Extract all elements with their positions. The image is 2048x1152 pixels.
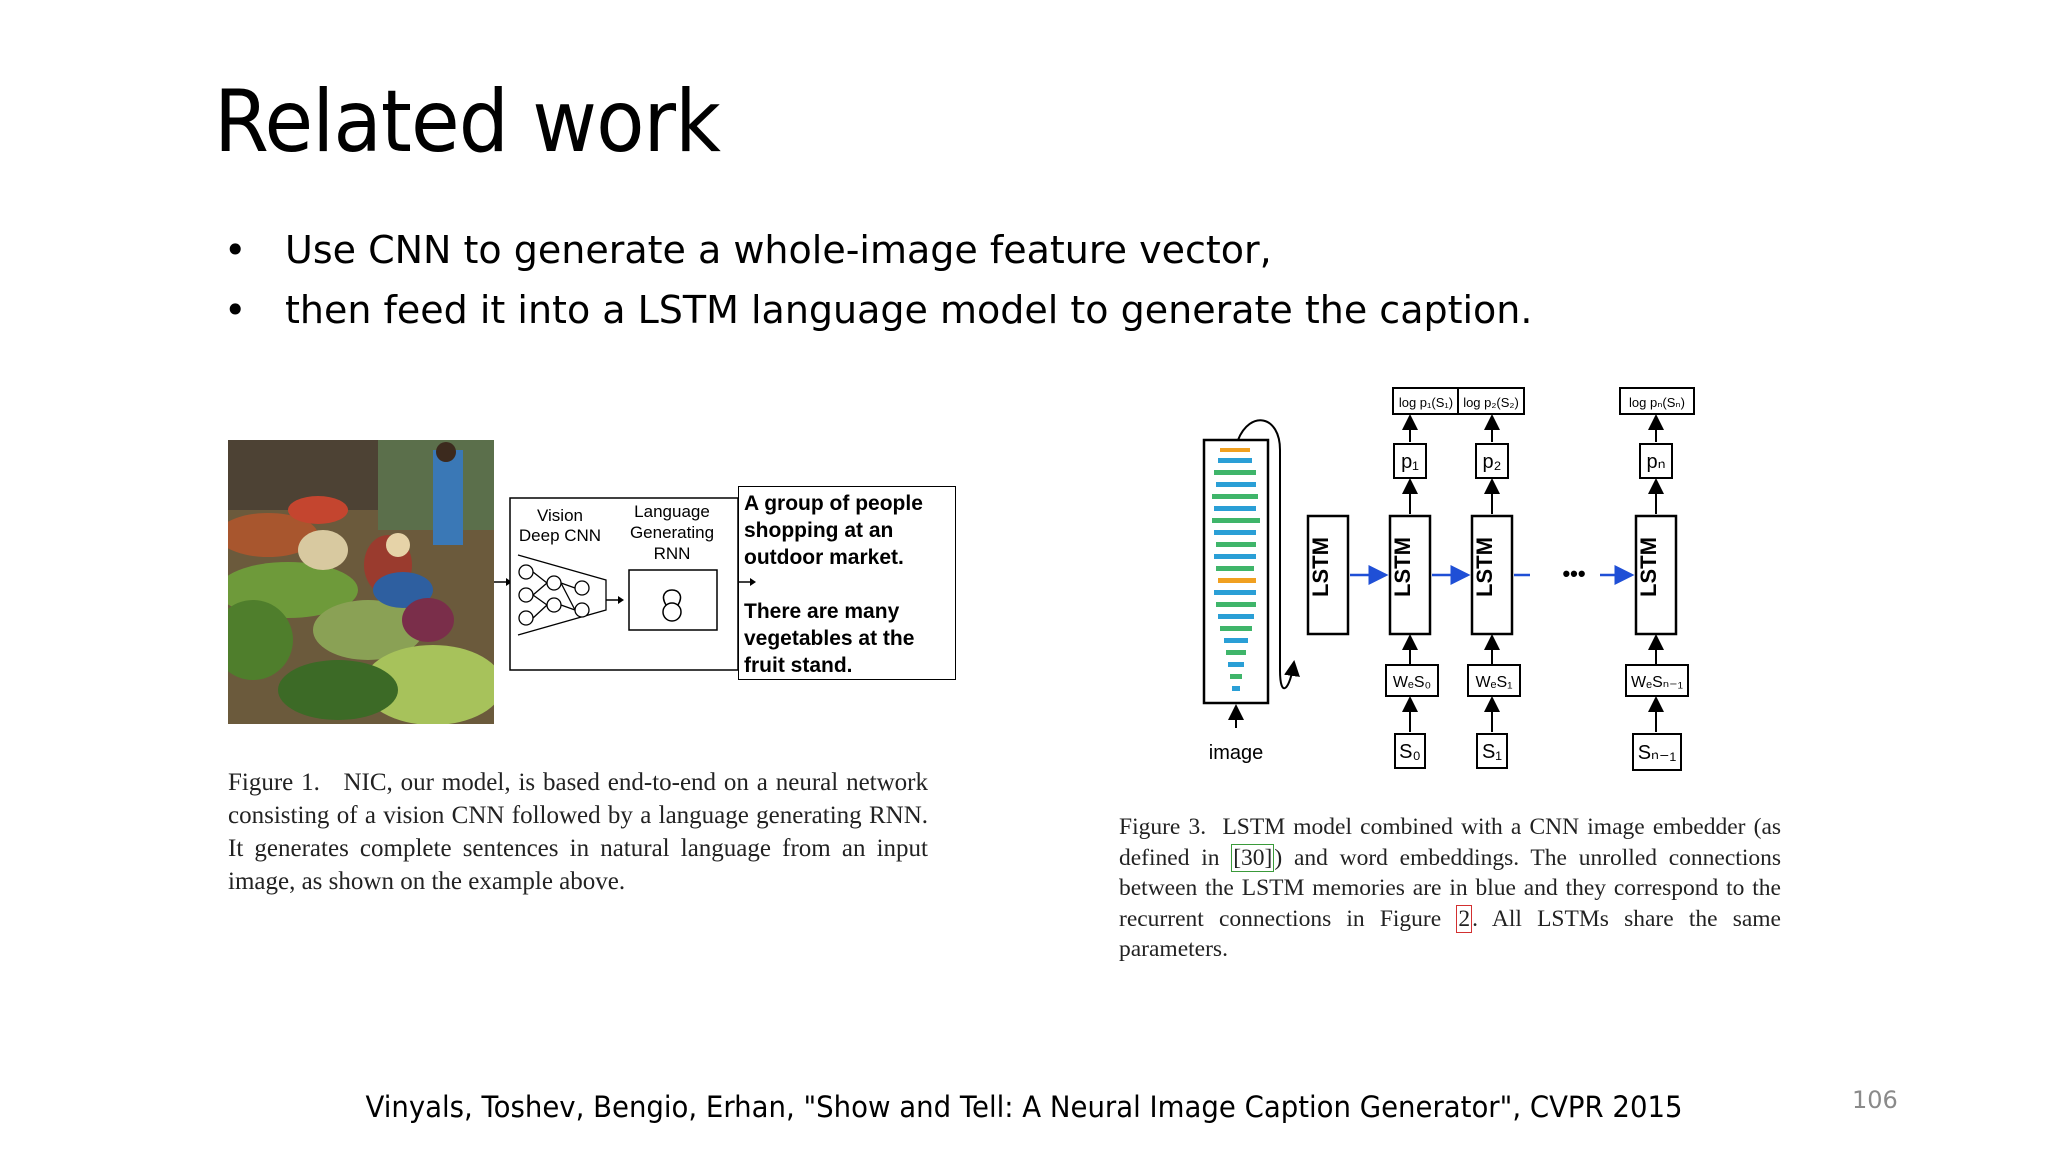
figure1-caption-prefix: Figure 1.: [228, 769, 320, 796]
figure-link-2[interactable]: 2: [1456, 904, 1473, 933]
generating-label: Generating: [630, 523, 714, 542]
lstm-label: LSTM: [1636, 537, 1661, 597]
bullet-text: then feed it into a LSTM language model …: [285, 288, 1533, 332]
embedding-box: [1467, 664, 1521, 697]
word-label: Sₙ₋₁: [1638, 742, 1677, 764]
embedding-label: WₑS₀: [1393, 674, 1431, 691]
lstm-label: LSTM: [1472, 537, 1497, 597]
log-prob-box: [1619, 387, 1695, 415]
embedding-box: [1385, 664, 1439, 697]
figure1-caption-text: NIC, our model, is based end-to-end on a…: [228, 769, 928, 895]
embedding-label: WₑS₁: [1475, 674, 1512, 691]
caption-line: vegetables at the: [744, 627, 915, 650]
log-prob-box: [1457, 387, 1525, 415]
bullet-text: Use CNN to generate a whole-image featur…: [285, 228, 1272, 272]
figure3-caption: Figure 3. LSTM model combined with a CNN…: [1119, 812, 1781, 965]
word-label: S₁: [1482, 741, 1502, 763]
lstm-block: LSTM: [1306, 514, 1350, 636]
word-box: [1394, 733, 1426, 769]
rnn-icon: [628, 569, 718, 631]
figure3-caption-text: ) and word embeddings. The unrolled conn…: [1119, 844, 1781, 932]
footer-citation: Vinyals, Toshev, Bengio, Erhan, "Show an…: [51, 1090, 1997, 1124]
prob-label: p₂: [1483, 451, 1502, 473]
recurrent-loop-icon: [662, 602, 682, 622]
cnn-icon: [517, 554, 607, 636]
arrow-head: [618, 596, 624, 604]
image-label: image: [1209, 742, 1263, 764]
log-prob-label: log p₁(S₁): [1399, 395, 1453, 410]
lstm-block: LSTM: [1388, 514, 1432, 636]
prob-box: [1475, 443, 1509, 479]
citation-link-30[interactable]: [30]: [1231, 843, 1275, 872]
caption-line: shopping at an: [744, 519, 894, 542]
caption-line: There are many: [744, 600, 900, 623]
lstm-unrolled-diagram: image LSTM LSTM LSTM LSTM ••• log p₁(S₁)…: [1202, 387, 1695, 771]
arrow-head: [506, 578, 512, 586]
market-photo: [228, 440, 494, 724]
caption-line: A group of people: [744, 492, 923, 515]
caption-line: outdoor market.: [744, 546, 904, 569]
slide-title: Related work: [214, 72, 721, 172]
ellipsis: •••: [1562, 561, 1585, 586]
word-label: S₀: [1399, 741, 1421, 763]
lstm-label: LSTM: [1390, 537, 1415, 597]
page-number: 106: [1852, 1086, 1898, 1114]
footer-authors: Vinyals, Toshev, Bengio, Erhan,: [365, 1090, 804, 1124]
caption-line: [744, 571, 950, 598]
recurrent-arc: [662, 589, 682, 606]
word-box: [1476, 733, 1508, 769]
lstm-label: LSTM: [1308, 537, 1333, 597]
log-prob-label: log p₂(S₂): [1463, 395, 1519, 410]
prob-label: p₁: [1401, 451, 1419, 473]
prob-box: [1639, 443, 1673, 479]
log-prob-label: log pₙ(Sₙ): [1629, 395, 1685, 410]
word-box: [1632, 733, 1682, 771]
bullet-icon: •: [224, 228, 247, 272]
lstm-block: LSTM: [1634, 514, 1678, 636]
footer-paper-title: "Show and Tell: A Neural Image Caption G…: [803, 1090, 1513, 1124]
bullet-icon: •: [224, 288, 247, 332]
prob-label: pₙ: [1646, 451, 1665, 473]
cnn-column: [1202, 438, 1270, 705]
lstm-block: LSTM: [1470, 514, 1514, 636]
generated-caption-box: A group of people shopping at an outdoor…: [738, 486, 956, 680]
figure3-caption-prefix: Figure 3.: [1119, 814, 1207, 840]
figure3-caption-text: LSTM model combined with a CNN image emb…: [1119, 814, 1782, 871]
rnn-label: RNN: [654, 544, 691, 563]
footer-venue: , CVPR 2015: [1512, 1090, 1683, 1124]
figure3-caption-text: . All LSTMs share the same parameters.: [1119, 905, 1781, 963]
vision-label: Vision: [537, 506, 583, 525]
caption-line: fruit stand.: [744, 654, 853, 677]
cnn-to-lstm-connector: [1237, 419, 1300, 690]
embedding-label: WₑSₙ₋₁: [1631, 674, 1683, 691]
cnn-layers-icon: [1212, 448, 1260, 691]
arrow-head: [750, 578, 756, 586]
figure1-caption: Figure 1. NIC, our model, is based end-t…: [228, 766, 928, 898]
language-label: Language: [634, 502, 710, 521]
deep-cnn-label: Deep CNN: [519, 526, 601, 545]
nic-diagram: Vision Deep CNN Language Generating RNN: [494, 497, 756, 671]
